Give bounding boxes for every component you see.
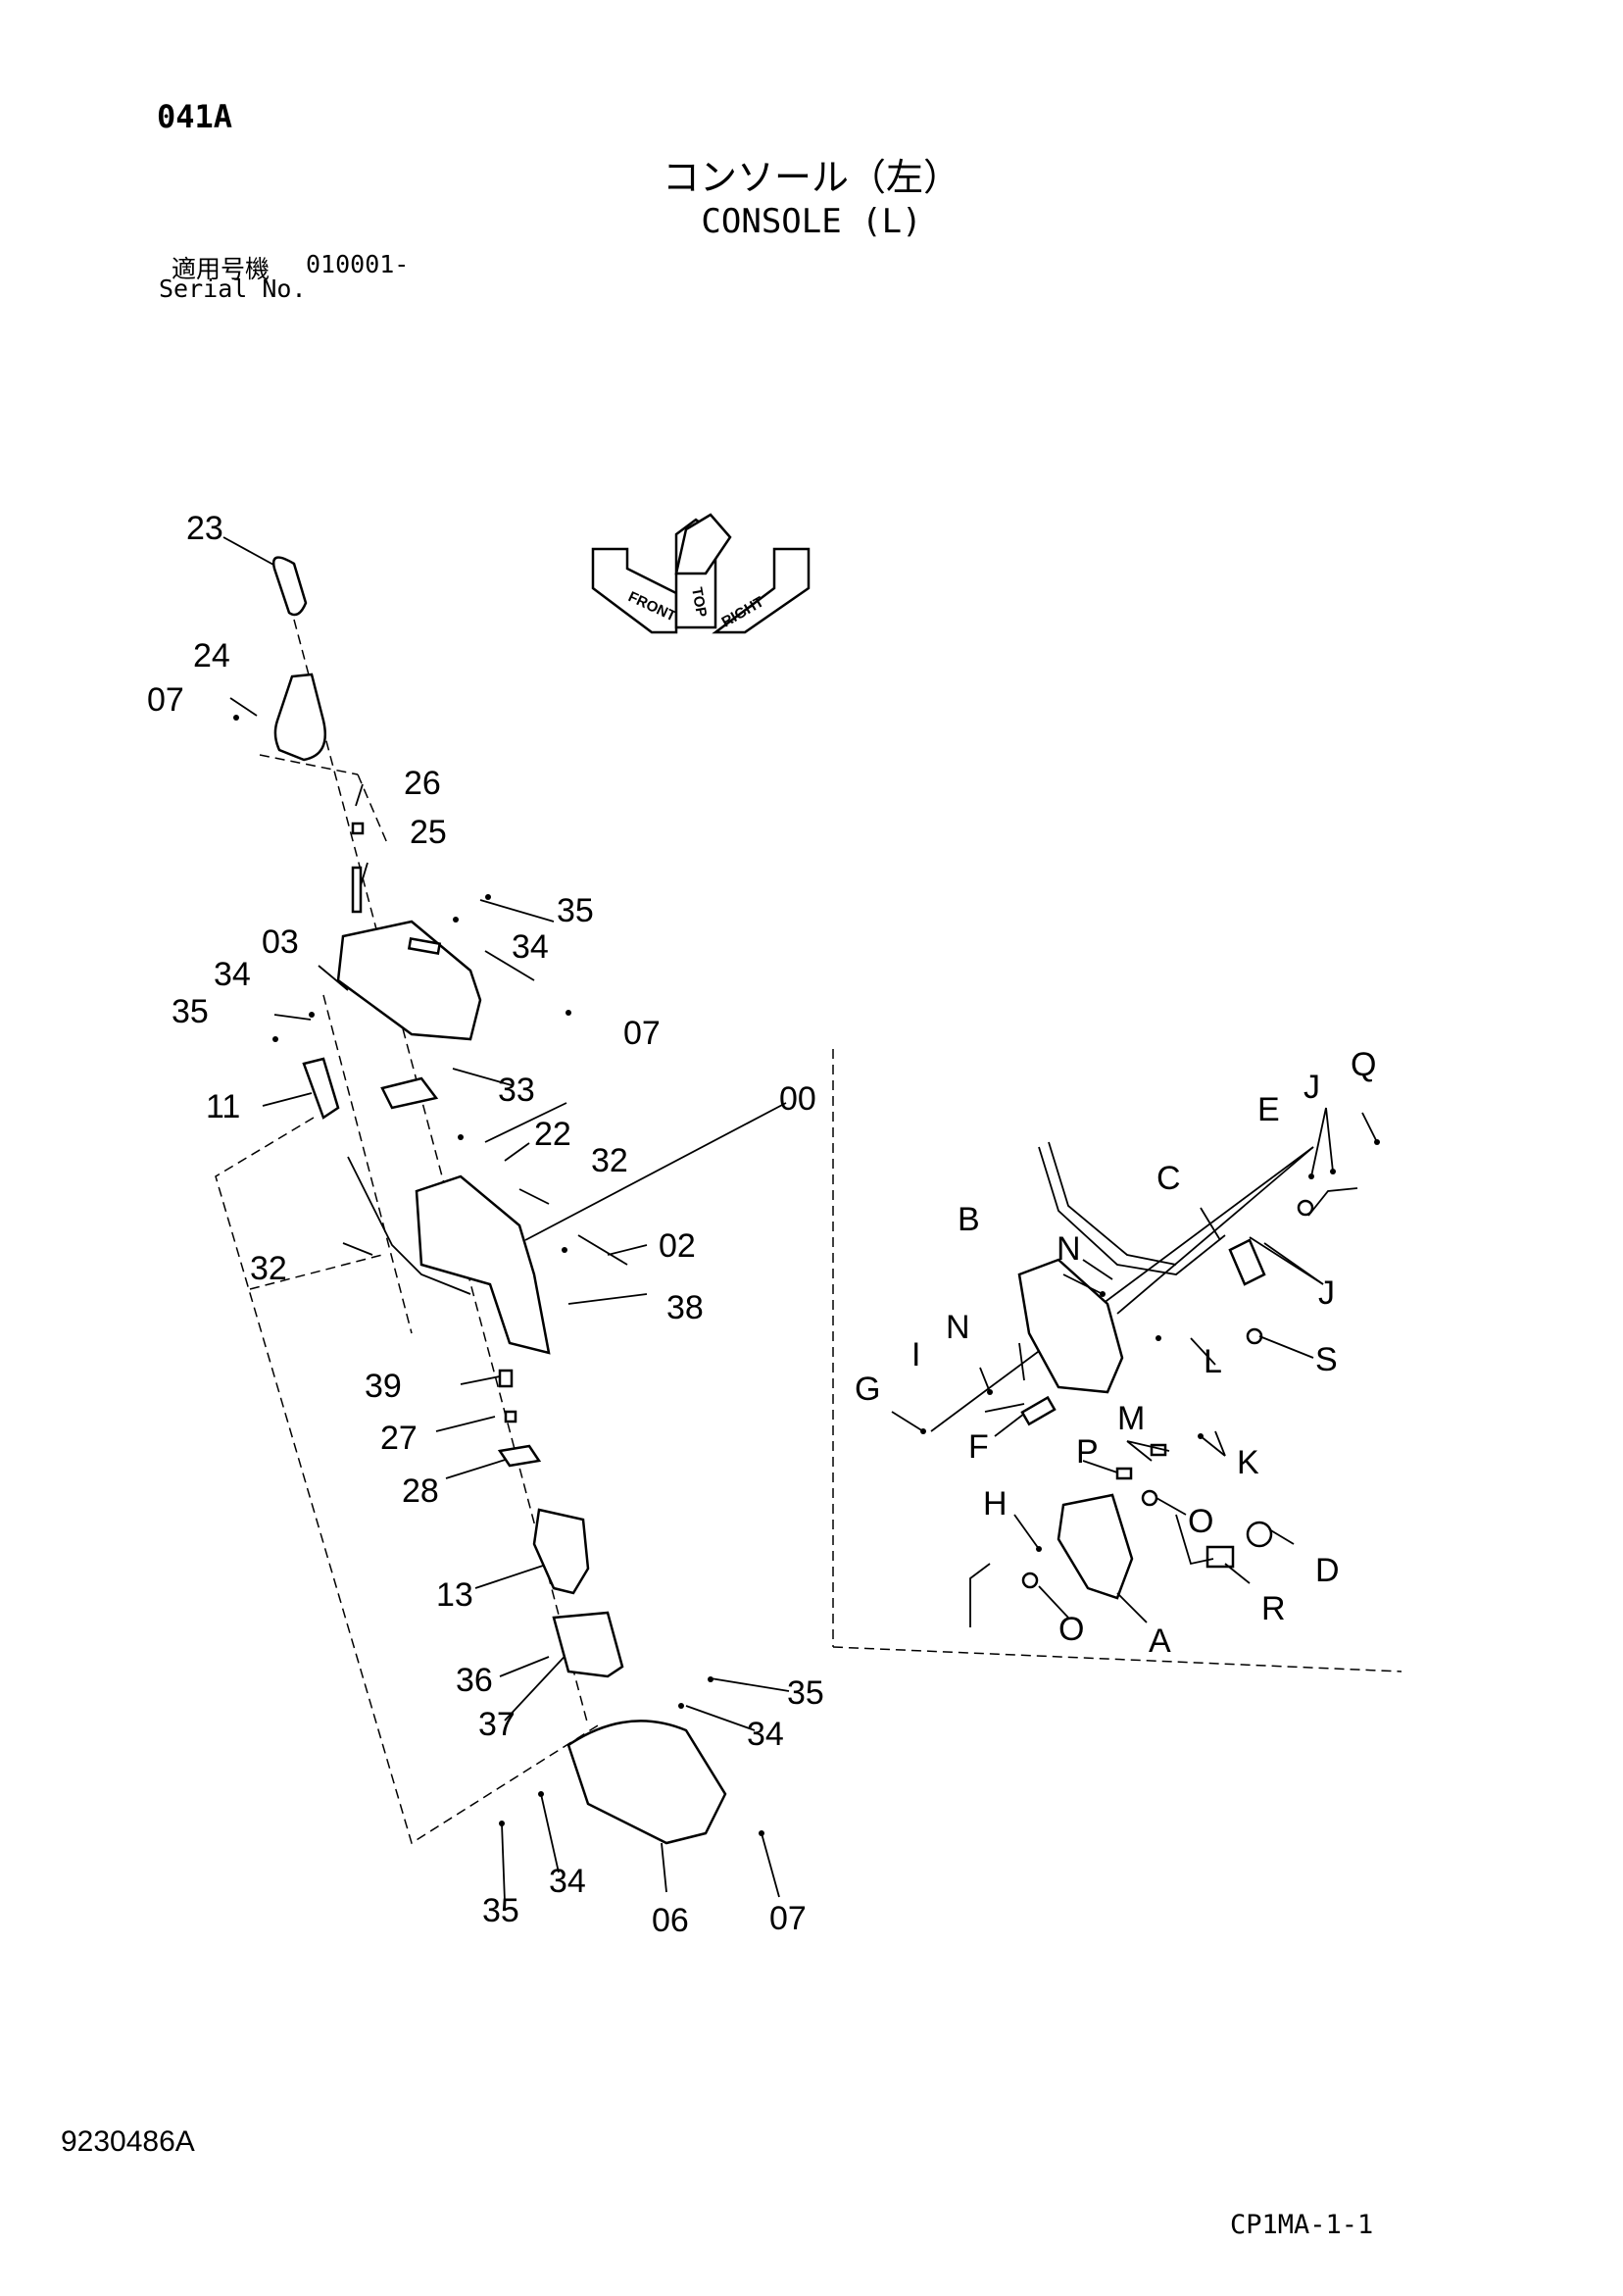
label-22: 22 [534,1116,571,1153]
label-27: 27 [380,1420,418,1457]
part-25 [351,866,363,914]
label-I: I [911,1336,920,1373]
label-O: O [1188,1503,1213,1540]
drawing-number: 9230486A [61,2125,195,2158]
label-25: 25 [410,814,447,851]
part-D-spring [1246,1521,1273,1548]
label-M: M [1117,1400,1145,1437]
label-G: G [855,1371,880,1408]
label-24: 24 [193,637,230,674]
serial-label-japanese: 適用号機 [172,255,270,283]
label-11: 11 [206,1088,240,1125]
page-reference: CP1MA-1-1 [1230,2210,1374,2240]
part-24-boot [273,673,326,762]
part-27 [504,1410,517,1423]
label-35: 35 [482,1892,519,1929]
part-00-bracket [415,1174,551,1355]
part-03-cover [336,920,482,1041]
label-02: 02 [659,1227,696,1265]
serial-label-english: Serial No. [159,275,307,303]
part-F [1020,1395,1057,1426]
part-E [1297,1199,1314,1217]
part-11-grip [302,1057,340,1120]
label-O: O [1058,1611,1084,1648]
part-R [1205,1545,1235,1569]
label-32: 32 [591,1142,628,1179]
part-B-bracket [1017,1258,1124,1394]
top-arrow-label: TOP [688,586,710,619]
label-D: D [1315,1552,1340,1589]
label-23: 23 [186,510,223,547]
page-code: 041A [157,98,233,135]
part-06-cover [566,1720,727,1845]
label-L: L [1204,1343,1222,1380]
serial-value: 010001- [306,250,410,278]
left-assembly-parts [233,556,764,1845]
label-Q: Q [1351,1046,1376,1083]
title-japanese: コンソール（左） [662,156,960,199]
part-28 [497,1444,542,1468]
label-34: 34 [512,928,549,966]
orientation-arrows: FRONT TOP RIGHT [591,513,811,634]
label-34: 34 [214,956,251,993]
label-35: 35 [787,1674,824,1712]
part-Ob [1021,1572,1039,1589]
label-06: 06 [652,1902,689,1939]
label-00: 00 [779,1080,816,1118]
label-J: J [1303,1069,1320,1106]
part-36-boot [552,1611,624,1678]
label-F: F [968,1428,989,1466]
label-33: 33 [498,1072,535,1109]
label-B: B [958,1201,980,1238]
label-07: 07 [623,1015,661,1052]
label-07: 07 [147,681,184,719]
label-J: J [1318,1274,1335,1312]
label-07: 07 [769,1900,807,1937]
label-34: 34 [747,1716,784,1753]
label-A: A [1149,1622,1171,1660]
part-C-lever [1228,1238,1266,1286]
label-35: 35 [557,892,594,929]
label-38: 38 [666,1289,704,1326]
part-33-plate [380,1076,439,1110]
right-detail-assembly [832,1049,1402,1672]
label-26: 26 [404,765,441,802]
label-N: N [946,1309,970,1346]
left-assembly-lines [215,536,790,1903]
label-S: S [1315,1341,1338,1378]
label-03: 03 [262,923,299,961]
part-S [1246,1327,1263,1345]
label-K: K [1237,1444,1259,1481]
title-english: CONSOLE (L) [701,202,922,241]
part-Oa [1141,1489,1158,1507]
part-39 [498,1369,514,1388]
label-H: H [983,1485,1008,1522]
part-23-knob [271,556,308,617]
label-N: N [1057,1230,1081,1268]
label-35: 35 [172,993,209,1030]
label-E: E [1257,1091,1280,1128]
part-A-bracket [1057,1493,1134,1600]
callout-labels: 23 24 07 26 25 35 34 03 34 35 07 11 33 2… [147,510,1376,1939]
label-R: R [1261,1590,1286,1627]
part-13-valve [532,1508,590,1595]
label-34: 34 [549,1863,586,1900]
label-28: 28 [402,1472,439,1510]
label-36: 36 [456,1662,493,1699]
label-32: 32 [250,1250,287,1287]
label-C: C [1156,1160,1181,1197]
label-39: 39 [365,1368,402,1405]
label-13: 13 [436,1576,473,1614]
part-P [1115,1467,1133,1480]
label-37: 37 [478,1706,516,1743]
part-26 [351,822,365,835]
label-P: P [1076,1433,1099,1471]
